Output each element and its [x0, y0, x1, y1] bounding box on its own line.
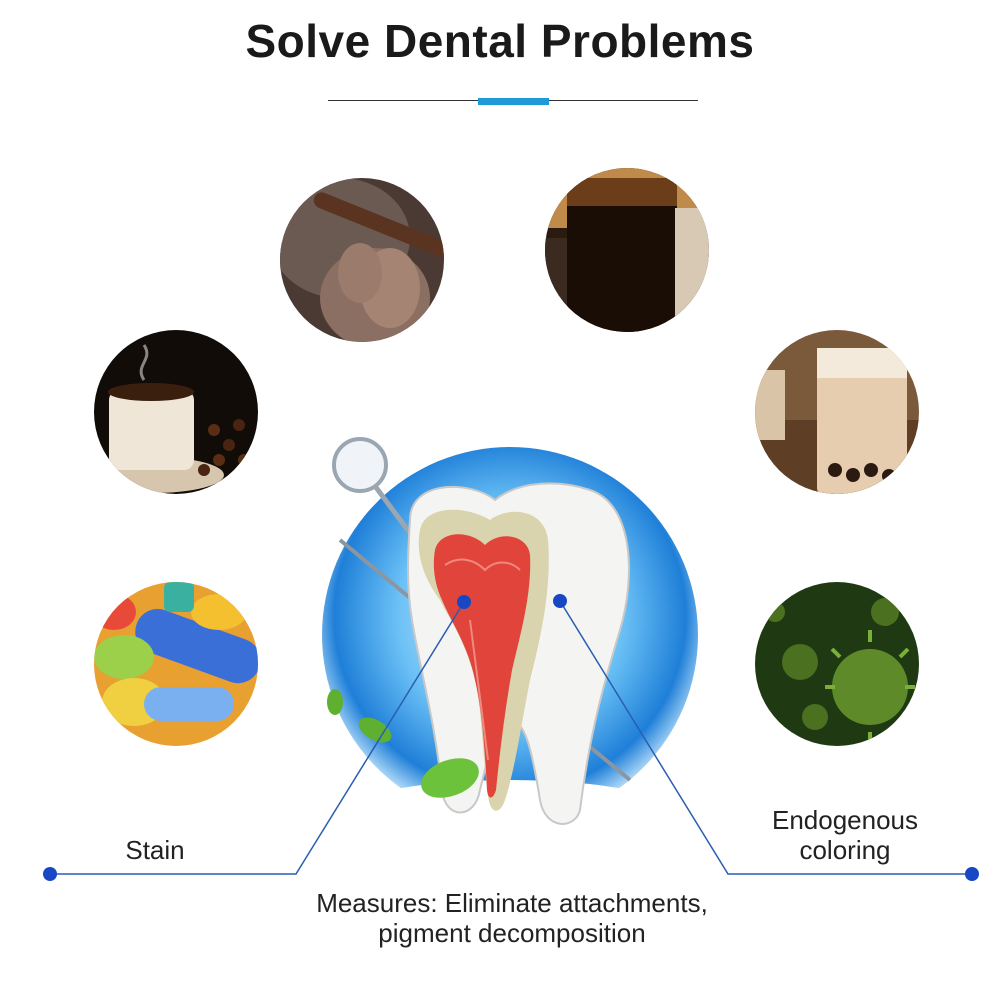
stain-pointer-dot [457, 595, 471, 609]
endogenous-label-line2: coloring [799, 835, 891, 865]
coffee-photo [94, 330, 258, 494]
stain-connector-line [50, 601, 465, 875]
endogenous-pointer-dot [553, 594, 567, 608]
measures-label: Measures: Eliminate attachments, pigment… [262, 888, 762, 948]
stain-label: Stain [125, 835, 185, 865]
title-divider-accent [478, 98, 549, 105]
endogenous-label: Endogenous coloring [740, 805, 950, 865]
stain-end-dot [43, 867, 57, 881]
measures-label-line2: pigment decomposition [378, 918, 646, 948]
milk-tea-photo [755, 330, 919, 494]
endogenous-end-dot [965, 867, 979, 881]
pills-photo [94, 582, 258, 746]
endogenous-label-line1: Endogenous [771, 805, 919, 835]
cigar-photo [280, 178, 444, 342]
page-title: Solve Dental Problems [245, 15, 755, 67]
endogenous-connector-line [559, 600, 972, 875]
measures-label-line1: Measures: Eliminate attachments, [316, 888, 708, 918]
tooth-illustration [300, 420, 720, 860]
bacteria-photo [755, 582, 919, 746]
